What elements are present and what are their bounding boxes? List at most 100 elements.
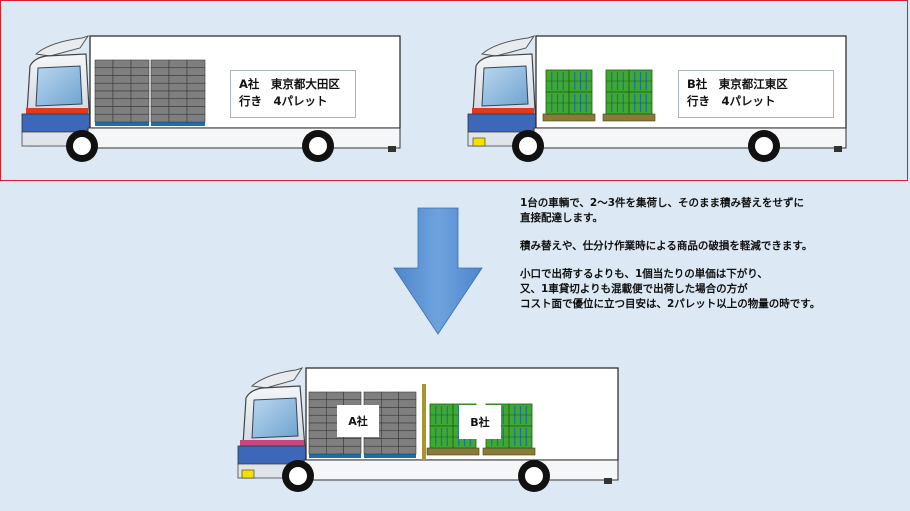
cargo-box [130,113,150,123]
cargo-box [398,445,417,455]
destination-label-b: B社 東京都江東区 行き 4パレット [678,70,834,118]
cargo-box [150,106,170,115]
cargo-box [381,399,399,408]
cargo-box [112,67,132,76]
pallet [426,447,480,456]
cargo-box [94,113,114,123]
cargo-box [398,430,417,439]
cargo-box [130,82,150,92]
cargo-box [308,407,327,416]
cargo-box [343,445,362,455]
cargo-box [130,106,150,115]
cargo-box [363,438,382,447]
cargo-box [363,445,382,455]
cargo-box [308,445,327,455]
cargo-box [112,90,132,100]
cargo-box [343,391,362,401]
cargo-box [381,407,399,416]
cargo-box [398,422,417,432]
cargo-box [112,106,132,115]
pallet [309,454,361,458]
cargo-box [150,82,170,92]
cargo-box [186,67,206,76]
cargo-box [150,67,170,76]
cargo-box [381,438,399,447]
cargo-box [168,59,188,69]
cargo-box [308,399,327,408]
cargo-box [168,67,188,76]
cargo-box [186,90,206,100]
cargo-box [398,399,417,408]
cargo-box [112,113,132,123]
cargo-box [130,98,150,107]
cargo-box [381,391,399,401]
destination-label-a-line1: A社 東京都大田区 [239,77,340,91]
cargo-box [94,82,114,92]
cargo-box [94,67,114,76]
cargo-box [168,106,188,115]
cargo-box [150,59,170,69]
cargo-box [94,75,114,84]
cargo-box [326,438,344,447]
destination-label-a-line2: 行き 4パレット [239,94,328,108]
truck-chassis [87,127,401,149]
cargo-box [381,422,399,432]
cargo-box [186,59,206,69]
cargo-box [398,391,417,401]
truck-wheels [512,130,780,162]
cargo-box [186,82,206,92]
truck-cab [237,367,309,479]
cargo-box [150,90,170,100]
truck-wheels [66,130,334,162]
cargo-box [150,75,170,84]
green-crate-stack [426,403,536,456]
down-arrow-icon [393,207,483,335]
truck-cab [467,35,539,147]
cargo-box [381,430,399,439]
pallet [602,113,656,122]
cargo-box [112,59,132,69]
cargo-box [381,414,399,424]
cargo-box [186,106,206,115]
truck-cab [21,35,93,147]
destination-label-b-line1: B社 東京都江東区 [687,77,788,91]
cargo-tag-b: B社 [459,405,501,439]
cargo-tag-a: A社 [337,405,379,437]
cargo-box [186,98,206,107]
cargo-box [381,445,399,455]
cargo-box [343,438,362,447]
cargo-box [186,75,206,84]
explanation-paragraph-1: 1台の車輌で、2～3件を集荷し、そのまま積み替えをせずに 直接配達します。 [520,197,804,224]
cargo-box [94,106,114,115]
cargo-box [308,414,327,424]
green-crate-stack [542,69,656,122]
explanation-paragraph-2: 積み替えや、仕分け作業時による商品の破損を軽減できます。 [520,240,813,252]
cargo-box [112,82,132,92]
cargo-box [308,438,327,447]
cargo-box [398,407,417,416]
gray-pallet-stack [94,59,206,126]
cargo-box [130,67,150,76]
pallet [95,122,149,126]
explanation-paragraph-3: 小口で出荷するよりも、1個当たりの単価は下がり、 又、1車貸切よりも混載便で出荷… [520,268,821,310]
pallet [482,447,536,456]
cargo-box [308,422,327,432]
cargo-box [168,90,188,100]
cargo-box [168,82,188,92]
pallet [364,454,416,458]
truck-wheels [282,460,550,492]
cargo-box [112,98,132,107]
destination-label-a: A社 東京都大田区 行き 4パレット [230,70,356,118]
truck-combined [237,367,619,492]
cargo-box [326,445,344,455]
truck-chassis [533,127,847,149]
destination-label-b-line2: 行き 4パレット [687,94,776,108]
pallet [151,122,205,126]
cargo-box [326,391,344,401]
cargo-box [130,90,150,100]
cargo-box [150,113,170,123]
cargo-box [94,98,114,107]
cargo-box [168,98,188,107]
cargo-box [308,430,327,439]
cargo-box [363,391,382,401]
